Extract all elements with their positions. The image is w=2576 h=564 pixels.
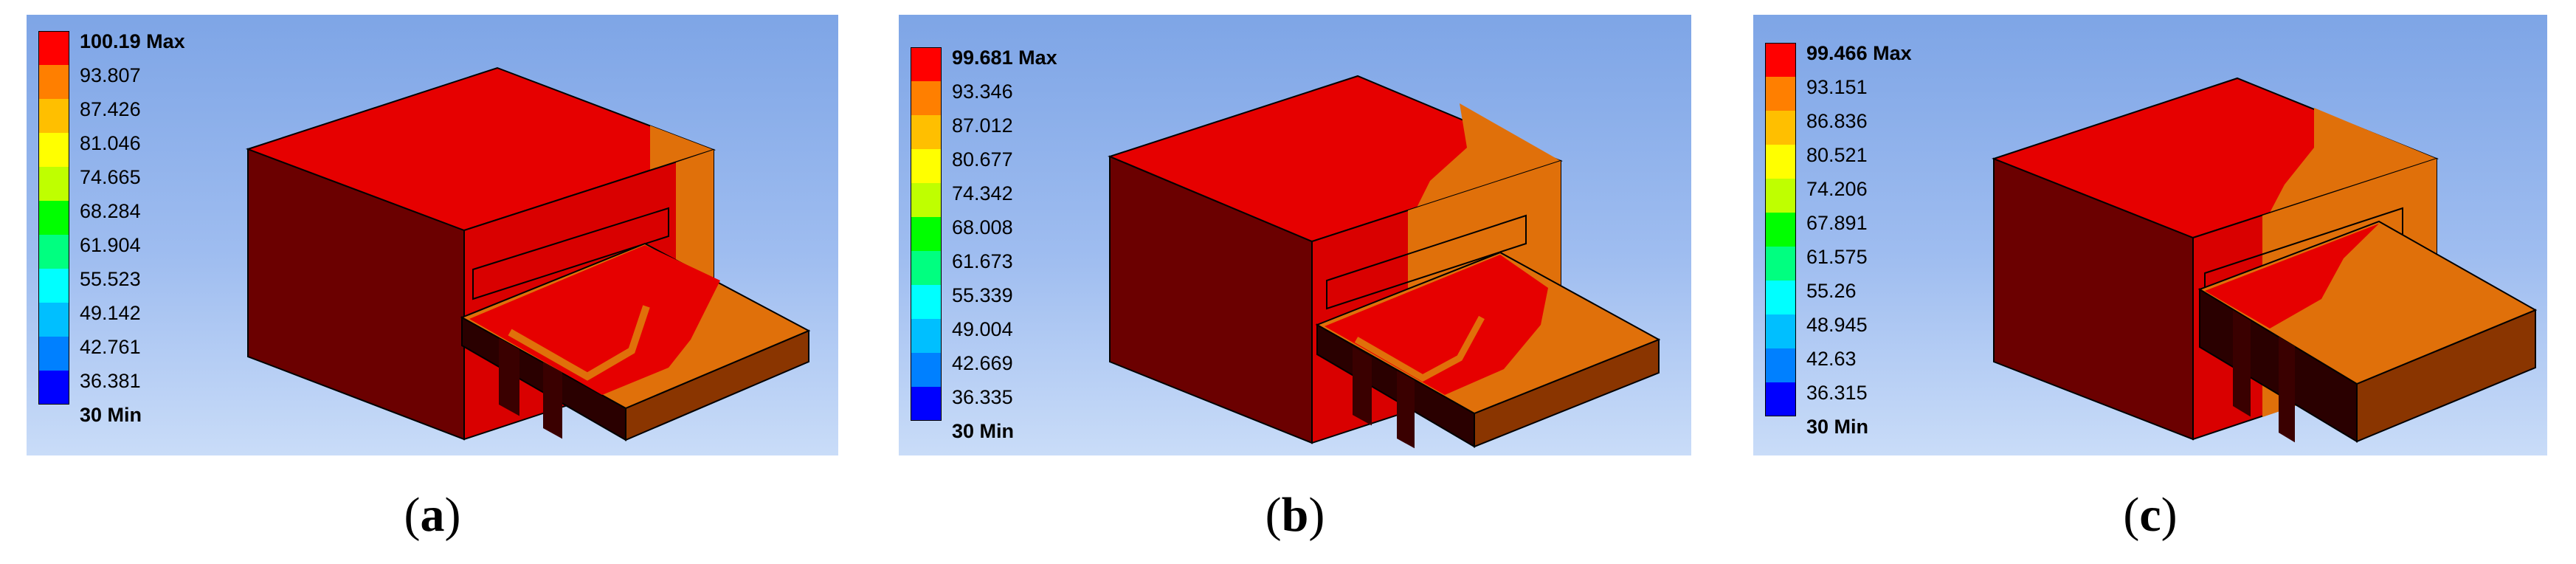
caption-letter: a bbox=[420, 488, 445, 542]
fin-dark-band-2 bbox=[1397, 371, 1415, 449]
caption-b: (b) bbox=[1265, 488, 1325, 542]
fin-top-red-region bbox=[1325, 255, 1548, 395]
legend-level-label: 36.381 bbox=[80, 370, 141, 392]
fin-dark-band-2 bbox=[2279, 337, 2295, 443]
fin-dark-band-2 bbox=[543, 361, 562, 439]
legend-level-label: 36.335 bbox=[952, 386, 1013, 408]
fin-dark-band-1 bbox=[2233, 310, 2251, 417]
caption-letter: c bbox=[2139, 488, 2161, 542]
legend-level-label: 48.945 bbox=[1806, 314, 1868, 336]
caption-a: (a) bbox=[404, 488, 461, 542]
legend-min-label: 30 Min bbox=[80, 404, 142, 426]
panel-b: 99.681 Max 93.346 87.012 80.677 74.342 6… bbox=[899, 15, 1691, 455]
panel-a: 100.19 Max 93.807 87.426 81.046 74.665 6… bbox=[27, 15, 838, 455]
legend-level-label: 55.339 bbox=[952, 284, 1013, 306]
legend-level-label: 74.342 bbox=[952, 182, 1013, 204]
legend-level-label: 68.284 bbox=[80, 200, 141, 222]
legend-level-label: 86.836 bbox=[1806, 110, 1868, 132]
slot-opening bbox=[1326, 214, 1527, 310]
heatsink-fin-stack bbox=[1315, 251, 1661, 449]
legend-level-label: 80.677 bbox=[952, 148, 1013, 171]
box-top-orange-region bbox=[1415, 103, 1561, 210]
legend-level-label: 36.315 bbox=[1806, 382, 1868, 404]
fin-hot-streak bbox=[1354, 315, 1485, 382]
fin-top-red-region bbox=[469, 245, 720, 395]
model-render-a bbox=[245, 66, 811, 441]
legend-max-label: 99.466 Max bbox=[1806, 42, 1912, 64]
legend-level-label: 80.521 bbox=[1806, 144, 1868, 166]
fin-dark-band-1 bbox=[1353, 347, 1372, 426]
panel-c: 99.466 Max 93.151 86.836 80.521 74.206 6… bbox=[1753, 15, 2547, 455]
legend-level-label: 93.151 bbox=[1806, 76, 1868, 98]
legend-max-label: 100.19 Max bbox=[80, 30, 185, 52]
legend-level-label: 74.206 bbox=[1806, 178, 1868, 200]
legend-level-label: 67.891 bbox=[1806, 212, 1868, 234]
legend-level-label: 93.807 bbox=[80, 64, 141, 86]
legend-level-label: 68.008 bbox=[952, 216, 1013, 238]
legend-level-label: 81.046 bbox=[80, 132, 141, 154]
legend-level-label: 55.523 bbox=[80, 268, 141, 290]
legend-level-label: 49.004 bbox=[952, 318, 1013, 340]
slot-opening bbox=[472, 207, 669, 300]
caption-c: (c) bbox=[2123, 488, 2178, 542]
legend-level-label: 42.669 bbox=[952, 352, 1013, 374]
legend-level-label: 61.575 bbox=[1806, 246, 1868, 268]
legend-level-label: 49.142 bbox=[80, 302, 141, 324]
legend-min-label: 30 Min bbox=[1806, 416, 1869, 438]
heatsink-fin-stack bbox=[2197, 220, 2538, 443]
legend-level-label: 61.904 bbox=[80, 234, 141, 256]
legend-level-label: 42.63 bbox=[1806, 348, 1857, 370]
legend-level-label: 55.26 bbox=[1806, 280, 1857, 302]
model-render-c bbox=[1992, 77, 2538, 443]
legend-min-label: 30 Min bbox=[952, 420, 1015, 442]
legend-level-label: 87.012 bbox=[952, 114, 1013, 137]
fin-hot-streak bbox=[508, 305, 650, 381]
caption-letter: b bbox=[1281, 488, 1309, 542]
legend-level-label: 61.673 bbox=[952, 250, 1013, 272]
fin-top-red-region bbox=[2205, 224, 2379, 329]
legend-max-label: 99.681 Max bbox=[952, 47, 1057, 69]
model-render-b bbox=[1108, 75, 1661, 449]
legend-level-label: 87.426 bbox=[80, 98, 141, 120]
heatsink-fin-stack bbox=[460, 242, 811, 441]
legend-level-label: 42.761 bbox=[80, 336, 141, 358]
fin-dark-band-1 bbox=[499, 338, 519, 416]
legend-level-label: 74.665 bbox=[80, 166, 141, 188]
legend-level-label: 93.346 bbox=[952, 80, 1013, 103]
box-top-orange-region bbox=[2270, 108, 2437, 213]
